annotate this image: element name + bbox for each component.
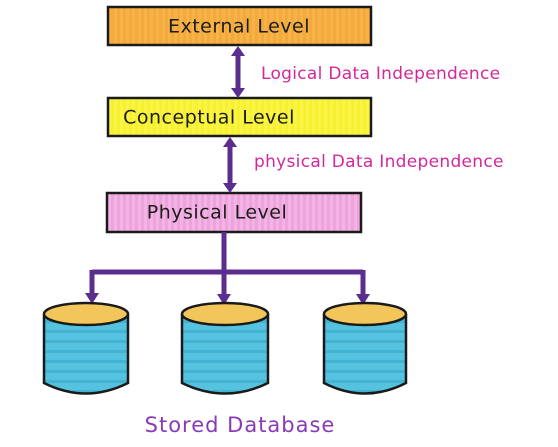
database-cylinder-right <box>322 301 408 395</box>
external-level-box: External Level <box>106 5 373 47</box>
logical-independence-label: Logical Data Independence <box>261 64 500 84</box>
stored-database-label: Stored Database <box>145 413 336 437</box>
conceptual-physical-connector <box>223 137 237 193</box>
conceptual-level-label: Conceptual Level <box>123 107 295 129</box>
physical-level-box: Physical Level <box>105 191 363 234</box>
external-conceptual-connector <box>231 46 245 98</box>
physical-level-label: Physical Level <box>147 202 287 224</box>
external-level-label: External Level <box>168 16 310 38</box>
database-cylinder-left <box>42 301 130 395</box>
storage-connector-tree <box>85 232 370 305</box>
physical-independence-label: physical Data Independence <box>254 152 504 172</box>
database-cylinder-middle <box>180 301 270 395</box>
conceptual-level-box: Conceptual Level <box>106 96 373 138</box>
